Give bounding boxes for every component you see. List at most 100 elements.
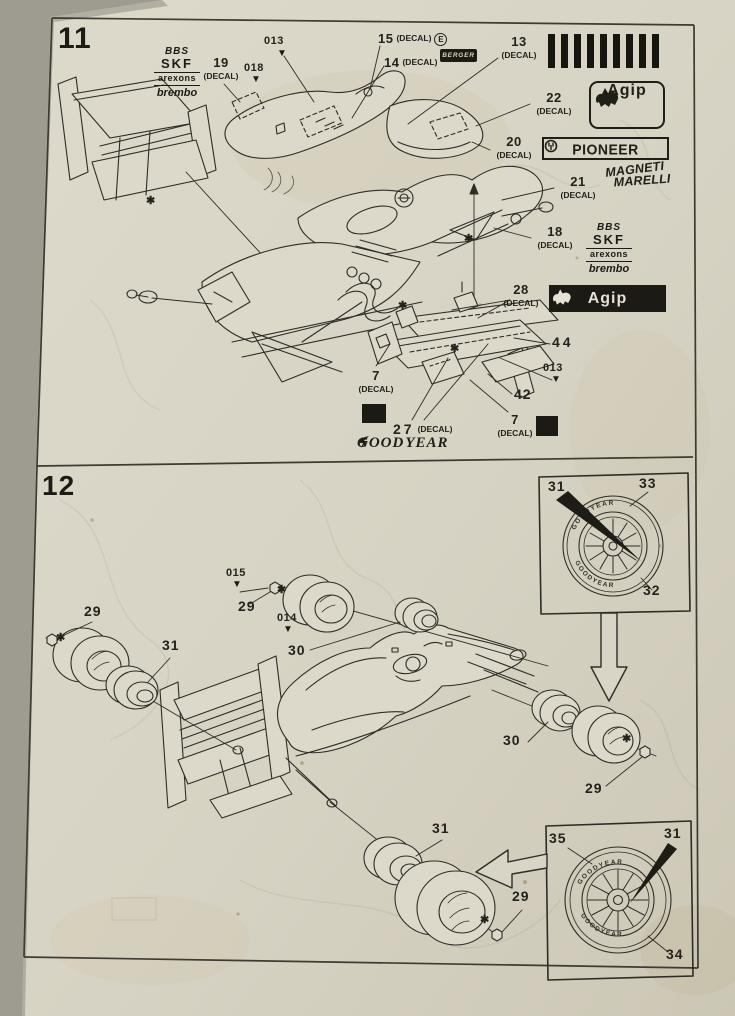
callout-7a: 7 (DECAL)	[354, 367, 398, 394]
arexons-logo: arexons	[154, 72, 200, 86]
callout-30a-number: 30	[288, 642, 306, 658]
chassis-drawing	[126, 165, 554, 383]
pioneer-mark-icon	[544, 139, 558, 153]
callout-19-decal: (DECAL)	[203, 70, 239, 81]
pointer-triangle-icon: ▼	[251, 74, 261, 85]
step11-illustration	[57, 45, 559, 421]
callout-013a-number: 013	[264, 35, 284, 47]
pointer-triangle-icon: ▼	[283, 624, 293, 635]
asterisk-mark: ✱	[450, 343, 460, 355]
callout-29a-number: 29	[238, 598, 256, 614]
wheels-drawing	[46, 574, 651, 946]
pointer-triangle-icon: ▼	[232, 579, 242, 590]
stripe-decal-graphic	[548, 34, 659, 68]
callout-29b-number: 29	[84, 603, 102, 619]
panel-borders	[23, 17, 699, 969]
callout-28-number: 28	[513, 282, 529, 297]
callout-7a-decal: (DECAL)	[358, 383, 394, 394]
pointer-triangle-icon: ▼	[551, 374, 561, 385]
callout-22-number: 22	[546, 90, 562, 105]
wheelbox-bottom-31: 31	[664, 825, 682, 841]
asterisk-mark: ✱	[146, 195, 156, 207]
wheel-detail-box-top: GOODYEAR GOODYEAR	[538, 472, 691, 702]
callout-15-number: 15	[378, 31, 394, 46]
callout-18-number: 18	[547, 224, 563, 239]
asterisk-mark: ✱	[277, 584, 287, 596]
callout-13: 13 (DECAL)	[494, 33, 544, 60]
callout-21-number: 21	[570, 174, 586, 189]
winged-foot-icon	[358, 436, 369, 448]
callout-19: 19 (DECAL)	[198, 54, 244, 81]
step12-illustration: GOODYEAR GOODYEAR	[45, 472, 694, 981]
callout-7a-number: 7	[372, 368, 380, 383]
agip-bar-logo: Agip	[549, 285, 666, 312]
callout-20: 20 (DECAL)	[491, 133, 537, 160]
engine-cowl-drawing	[386, 99, 484, 159]
callout-14-number: 14	[384, 55, 400, 70]
nose-shell-drawing	[224, 70, 406, 195]
callout-44-number: 44	[552, 334, 574, 350]
callout-29d-number: 29	[512, 888, 530, 904]
step-11-number: 11	[58, 22, 92, 55]
arexons-logo: arexons	[586, 248, 632, 262]
callout-42-number: 42	[514, 386, 532, 402]
black-decal-swatch	[536, 416, 558, 436]
callout-20-decal: (DECAL)	[496, 149, 532, 160]
callout-21-decal: (DECAL)	[560, 189, 596, 200]
agip-dog-icon	[595, 88, 619, 107]
callout-018-number: 018	[244, 62, 264, 74]
wheelbox-top-33: 33	[639, 475, 657, 491]
asterisk-mark: ✱	[622, 733, 632, 745]
circled-e-badge: E	[434, 32, 448, 46]
goodyear-good: GOOD	[357, 435, 405, 451]
sponsor-stack-right: BBS SKF arexons brembo	[584, 222, 634, 276]
asterisk-mark: ✱	[56, 632, 66, 644]
callout-28-decal: (DECAL)	[503, 297, 539, 308]
callout-7b: 7 (DECAL)	[494, 411, 536, 438]
front-wing-drawing	[57, 76, 299, 295]
callout-18-decal: (DECAL)	[537, 239, 573, 250]
callout-14-decal: (DECAL)	[402, 57, 438, 68]
callout-18: 18 (DECAL)	[532, 223, 578, 250]
callout-20-number: 20	[506, 134, 522, 149]
skf-logo: SKF	[593, 232, 625, 247]
callout-14: 14 (DECAL)	[384, 55, 438, 70]
callout-013b-number: 013	[543, 362, 563, 374]
callout-31b-number: 31	[432, 820, 450, 836]
car-body-drawing	[45, 595, 657, 939]
berger-logo: BERGER	[440, 49, 477, 62]
pioneer-logo-box: PIONEER	[542, 137, 669, 160]
agip-logo-box: Agip	[589, 81, 665, 129]
callout-15: 15 (DECAL) E	[378, 31, 448, 46]
callout-27: 27 (DECAL)	[393, 421, 453, 437]
sponsor-stack-top: BBS SKF arexons brembo	[152, 46, 202, 100]
goodyear-year: YEAR	[405, 435, 449, 451]
wheelbox-bottom-34: 34	[666, 946, 684, 962]
agip-wordmark: Agip	[587, 289, 628, 307]
brembo-logo: brembo	[588, 262, 630, 275]
goodyear-logo: GOOD YEAR	[357, 435, 449, 452]
callout-15-decal: (DECAL)	[396, 33, 432, 44]
callout-22: 22 (DECAL)	[531, 89, 577, 116]
step-12-number: 12	[42, 470, 76, 501]
wheelbox-top-31: 31	[548, 478, 566, 494]
callout-28: 28 (DECAL)	[499, 281, 543, 308]
callout-27-decal: (DECAL)	[417, 424, 453, 435]
callout-13-decal: (DECAL)	[501, 49, 537, 60]
bbs-logo: BBS	[164, 46, 190, 57]
callout-30b-number: 30	[503, 732, 521, 748]
callout-22-decal: (DECAL)	[536, 105, 572, 116]
callout-19-number: 19	[213, 55, 229, 70]
callout-015-number: 015	[226, 567, 246, 579]
brembo-logo: brembo	[156, 86, 198, 99]
step12-leader-lines	[59, 587, 643, 933]
callout-13-number: 13	[511, 34, 527, 49]
callout-31a-number: 31	[162, 637, 180, 653]
step11-leader-lines	[223, 45, 555, 421]
asterisk-mark: ✱	[464, 233, 474, 245]
skf-logo: SKF	[161, 56, 193, 71]
callout-7b-number: 7	[511, 412, 519, 427]
callout-014-number: 014	[277, 612, 297, 624]
rear-wing-assembly-drawing	[367, 281, 559, 399]
